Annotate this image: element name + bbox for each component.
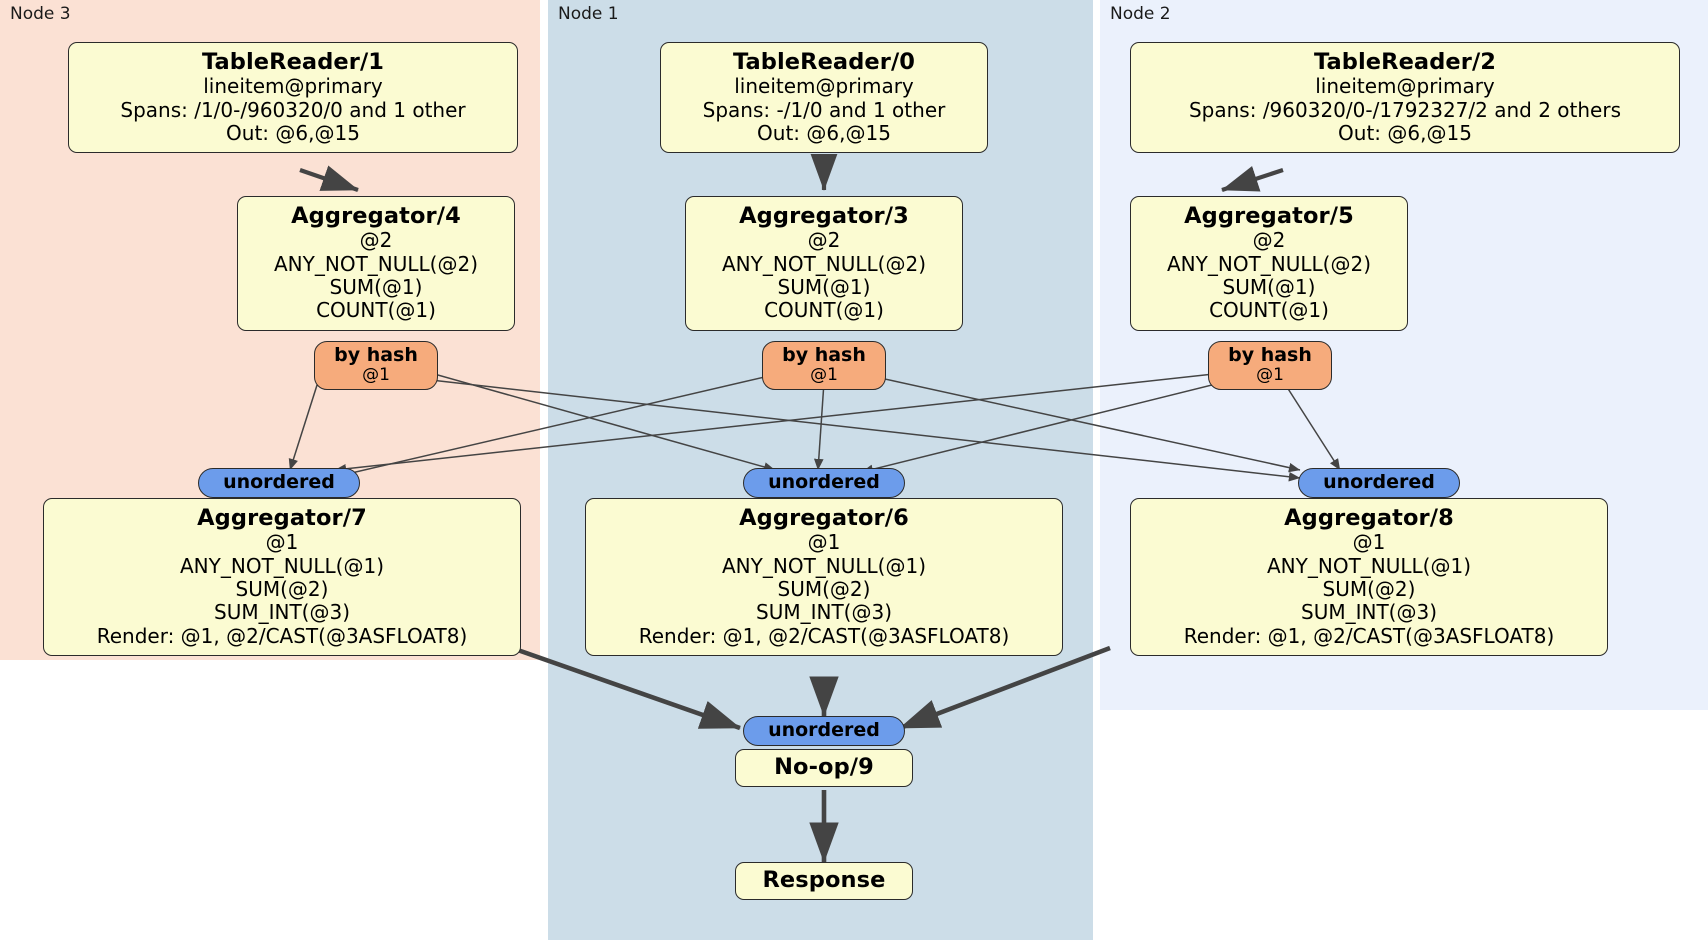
- edge-tablereader2-to-aggregator5: [1221, 165, 1284, 192]
- processor-detail: Render: @1, @2/CAST(@3ASFLOAT8): [1183, 623, 1555, 648]
- processor-detail: ANY_NOT_NULL(@2): [1167, 251, 1371, 276]
- processor-detail: Out: @6,@15: [226, 121, 360, 146]
- processor-title: No-op/9: [774, 754, 874, 780]
- processor-detail: SUM(@1): [1222, 275, 1316, 300]
- processor-aggregator-3[interactable]: Aggregator/3 @2 ANY_NOT_NULL(@2) SUM(@1)…: [685, 196, 963, 331]
- processor-detail: ANY_NOT_NULL(@2): [722, 251, 926, 276]
- edge-hash3-to-sync7: [329, 371, 787, 481]
- processor-detail: SUM_INT(@3): [214, 600, 350, 625]
- processor-detail: ANY_NOT_NULL(@1): [1267, 553, 1471, 578]
- router-column-label: @1: [1256, 365, 1284, 386]
- edge-hash4-to-sync8: [412, 377, 1301, 482]
- unordered-synchronizer-aggregator-6[interactable]: unordered: [743, 468, 905, 499]
- processor-aggregator-5[interactable]: Aggregator/5 @2 ANY_NOT_NULL(@2) SUM(@1)…: [1130, 196, 1408, 331]
- unordered-synchronizer-aggregator-8[interactable]: unordered: [1298, 468, 1460, 499]
- edge-hash3-to-sync8: [861, 373, 1301, 473]
- synchronizer-label: unordered: [768, 471, 880, 493]
- processor-detail: Render: @1, @2/CAST(@3ASFLOAT8): [96, 623, 468, 648]
- hash-router-aggregator-3[interactable]: by hash @1: [762, 341, 886, 391]
- router-column-label: @1: [810, 365, 838, 386]
- edge-hash5-to-sync6: [861, 379, 1233, 474]
- node-panel-label: Node 2: [1110, 4, 1171, 24]
- processor-detail: @1: [1352, 530, 1386, 555]
- processor-aggregator-6[interactable]: Aggregator/6 @1 ANY_NOT_NULL(@1) SUM(@2)…: [585, 498, 1063, 657]
- processor-detail: SUM_INT(@3): [1301, 600, 1437, 625]
- synchronizer-label: unordered: [223, 471, 335, 493]
- processor-response[interactable]: Response: [735, 862, 913, 901]
- processor-detail: Out: @6,@15: [1338, 121, 1472, 146]
- processor-noop-9[interactable]: No-op/9: [735, 749, 913, 788]
- hash-router-aggregator-4[interactable]: by hash @1: [314, 341, 438, 391]
- processor-detail: Spans: /960320/0-/1792327/2 and 2 others: [1188, 97, 1621, 122]
- edge-hash5-to-sync8: [1284, 383, 1341, 471]
- processor-detail: COUNT(@1): [1209, 298, 1329, 323]
- processor-detail: Spans: /1/0-/960320/0 and 1 other: [120, 97, 466, 122]
- router-kind-label: by hash: [782, 344, 866, 366]
- processor-detail: Out: @6,@15: [757, 121, 891, 146]
- processor-detail: @1: [265, 530, 299, 555]
- node-panel-label: Node 3: [10, 4, 71, 24]
- processor-detail: lineitem@primary: [203, 74, 383, 99]
- processor-title: TableReader/0: [732, 49, 916, 75]
- edge-tablereader1-to-aggregator4: [299, 165, 359, 192]
- processor-title: Aggregator/4: [291, 203, 461, 229]
- processor-detail: SUM_INT(@3): [756, 600, 892, 625]
- processor-detail: @1: [807, 530, 841, 555]
- synchronizer-label: unordered: [1323, 471, 1435, 493]
- processor-tablereader-0[interactable]: TableReader/0 lineitem@primary Spans: -/…: [660, 42, 988, 154]
- edge-hash3-to-sync6: [813, 381, 825, 471]
- processor-detail: SUM(@2): [235, 577, 329, 602]
- processor-title: Aggregator/8: [1284, 505, 1454, 531]
- processor-title: Response: [762, 867, 886, 893]
- processor-detail: COUNT(@1): [764, 298, 884, 323]
- router-kind-label: by hash: [1228, 344, 1312, 366]
- edge-hash5-to-sync7: [334, 371, 1233, 474]
- unordered-synchronizer-final[interactable]: unordered: [743, 716, 905, 747]
- processor-title: Aggregator/3: [739, 203, 909, 229]
- hash-router-aggregator-5[interactable]: by hash @1: [1208, 341, 1332, 391]
- processor-tablereader-2[interactable]: TableReader/2 lineitem@primary Spans: /9…: [1130, 42, 1680, 154]
- processor-title: Aggregator/6: [739, 505, 909, 531]
- processor-detail: COUNT(@1): [316, 298, 436, 323]
- processor-aggregator-4[interactable]: Aggregator/4 @2 ANY_NOT_NULL(@2) SUM(@1)…: [237, 196, 515, 331]
- edge-aggregator7-to-final-sync: [511, 645, 741, 731]
- processor-detail: Spans: -/1/0 and 1 other: [702, 97, 946, 122]
- processor-detail: SUM(@2): [1322, 577, 1416, 602]
- processor-title: TableReader/2: [1313, 49, 1497, 75]
- router-kind-label: by hash: [334, 344, 418, 366]
- processor-aggregator-8[interactable]: Aggregator/8 @1 ANY_NOT_NULL(@1) SUM(@2)…: [1130, 498, 1608, 657]
- processor-detail: Render: @1, @2/CAST(@3ASFLOAT8): [638, 623, 1010, 648]
- processor-detail: @2: [359, 228, 393, 253]
- unordered-synchronizer-aggregator-7[interactable]: unordered: [198, 468, 360, 499]
- edge-aggregator8-to-final-sync: [899, 645, 1111, 731]
- processor-detail: SUM(@2): [777, 577, 871, 602]
- synchronizer-label: unordered: [768, 719, 880, 741]
- processor-detail: lineitem@primary: [1315, 74, 1495, 99]
- processor-tablereader-1[interactable]: TableReader/1 lineitem@primary Spans: /1…: [68, 42, 518, 154]
- processor-aggregator-7[interactable]: Aggregator/7 @1 ANY_NOT_NULL(@1) SUM(@2)…: [43, 498, 521, 657]
- processor-detail: ANY_NOT_NULL(@1): [180, 553, 384, 578]
- router-column-label: @1: [362, 365, 390, 386]
- processor-detail: @2: [807, 228, 841, 253]
- processor-detail: lineitem@primary: [734, 74, 914, 99]
- edge-hash4-to-sync6: [412, 367, 776, 472]
- processor-detail: ANY_NOT_NULL(@2): [274, 251, 478, 276]
- processor-title: Aggregator/5: [1184, 203, 1354, 229]
- processor-detail: ANY_NOT_NULL(@1): [722, 553, 926, 578]
- node-panel-label: Node 1: [558, 4, 619, 24]
- processor-detail: SUM(@1): [777, 275, 871, 300]
- edge-hash4-to-sync7: [288, 381, 319, 471]
- processor-detail: SUM(@1): [329, 275, 423, 300]
- processor-title: Aggregator/7: [197, 505, 367, 531]
- processor-detail: @2: [1252, 228, 1286, 253]
- processor-title: TableReader/1: [201, 49, 385, 75]
